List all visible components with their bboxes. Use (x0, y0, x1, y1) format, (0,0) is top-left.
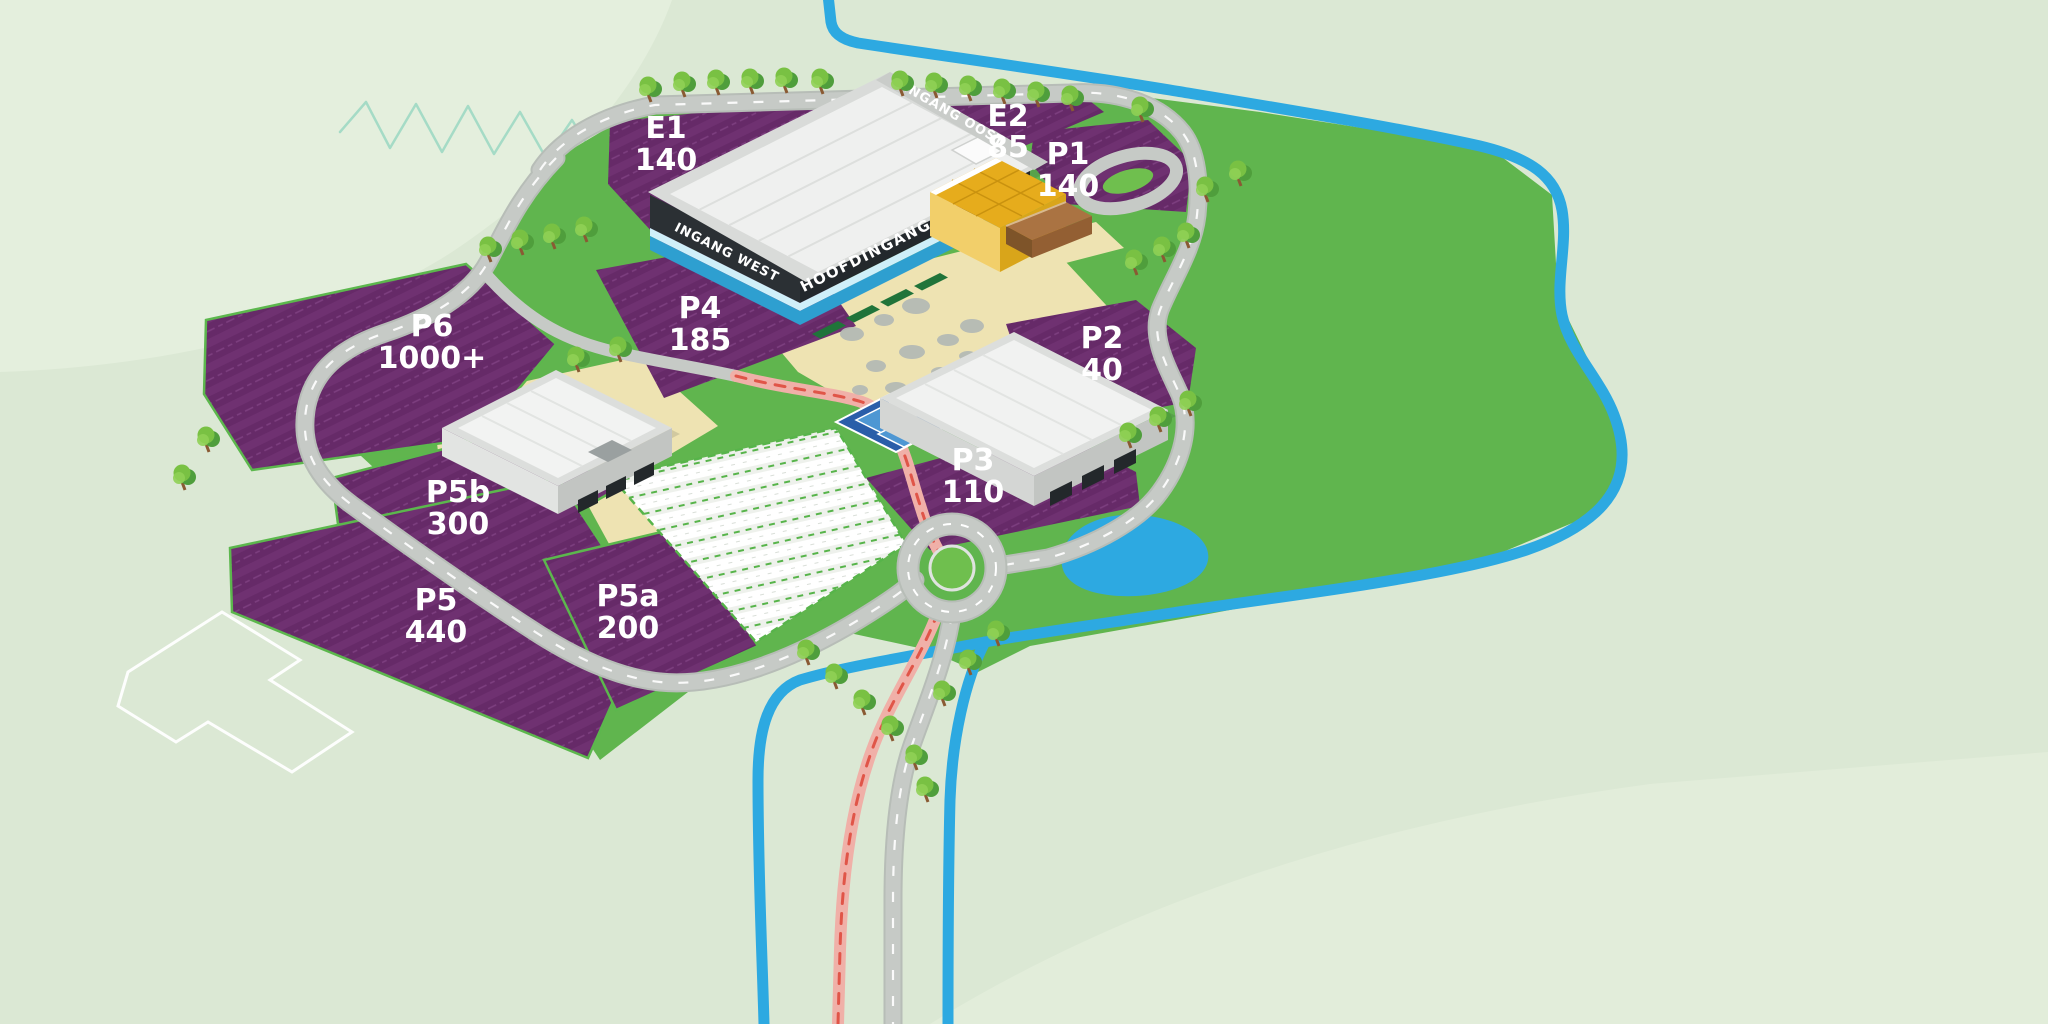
lot-p1-label: P1 (1047, 137, 1090, 172)
river-main (823, 0, 1628, 648)
lot-p5b-label: P5b (426, 475, 490, 510)
p1-loop-island (1102, 168, 1154, 194)
west-hall-building (442, 370, 680, 514)
roof-ridges (699, 101, 1001, 258)
lot-p6-label: P6 (411, 309, 454, 344)
roundabout (896, 512, 1008, 624)
lot-p4-capacity: 185 (669, 323, 732, 358)
lot-p5a-label: P5a (596, 579, 659, 614)
yellow-hall-front (930, 192, 1000, 272)
east-hall-ridges (924, 354, 1122, 455)
west-facade-glass (650, 236, 800, 325)
west-hall-ridges (481, 390, 632, 467)
lot-p1-capacity: 140 (1037, 169, 1100, 204)
waterways (752, 0, 1628, 1024)
lot-e2-label: E2 (987, 99, 1028, 134)
yellow-hall-building (930, 158, 1066, 272)
river-branch-east (942, 636, 991, 1024)
yellow-hall-roof-pattern (951, 168, 1045, 217)
plaza-hedges (812, 273, 948, 339)
lot-p2-label: P2 (1081, 321, 1124, 356)
west-facade-white-band (650, 228, 800, 311)
lot-labels: E1 140 E2 85 P1 140 P2 40 P3 110 P4 185 … (378, 99, 1124, 650)
west-hall-windows (578, 462, 654, 513)
lot-e1-label: E1 (645, 111, 686, 146)
field-patch-top-left (0, 0, 672, 372)
west-hall-front-left (442, 428, 558, 514)
lot-p2-capacity: 40 (1081, 353, 1123, 388)
lot-p5a-capacity: 200 (597, 611, 660, 646)
east-hall-windows (1050, 449, 1136, 506)
west-hall-front-right (558, 428, 672, 514)
river-branch-west (752, 636, 991, 1024)
west-hall-roof-unit (588, 440, 632, 462)
yellow-hall-roof-stripe (930, 158, 1002, 195)
parking-lots (202, 90, 1196, 760)
west-facade (650, 195, 800, 303)
roof-raised (670, 87, 1030, 272)
bus (1005, 201, 1092, 258)
field-patch-bottom-right (930, 752, 2048, 1024)
lot-p3-capacity: 110 (942, 475, 1005, 510)
lot-e1-capacity: 140 (635, 143, 698, 178)
lot-p5b-capacity: 300 (427, 507, 490, 542)
east-hall-building (880, 332, 1176, 506)
lot-p4-label: P4 (679, 291, 722, 326)
lot-p5-label: P5 (415, 583, 458, 618)
lot-p6-capacity: 1000+ (378, 341, 487, 376)
planned-building-outline (116, 610, 355, 774)
lot-p5-capacity: 440 (405, 615, 468, 650)
roof-east-edge (876, 72, 1048, 170)
p1-turnaround-loop (1072, 146, 1184, 216)
lot-e2-capacity: 85 (987, 130, 1029, 165)
east-hall-front-left (880, 398, 1034, 506)
lot-p3-label: P3 (952, 443, 995, 478)
